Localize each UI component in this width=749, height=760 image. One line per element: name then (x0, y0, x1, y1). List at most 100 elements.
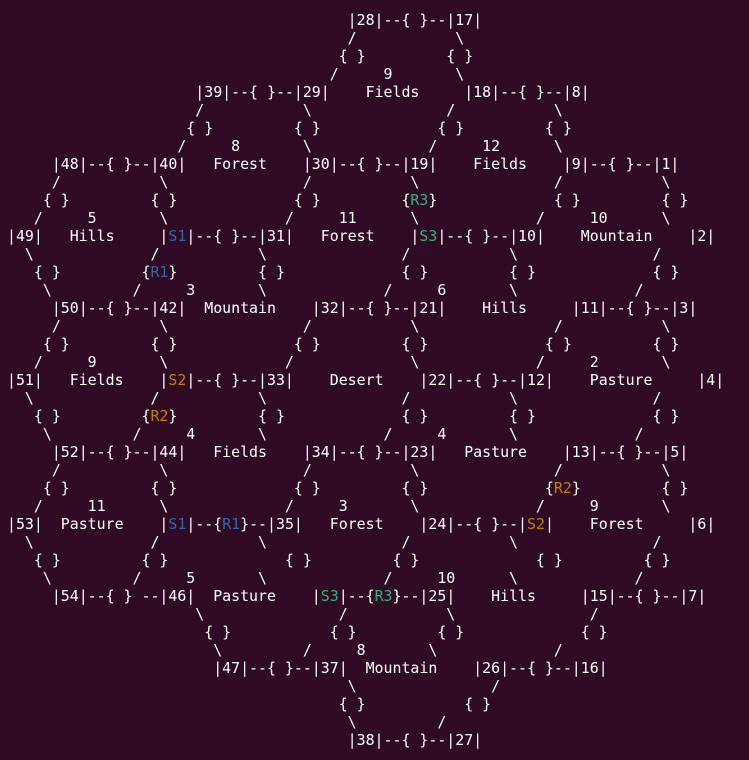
board-text: / \ / \ / \ (7, 173, 671, 191)
board-text: { } { (7, 263, 151, 281)
board-line: |47|--{ }--|37| Mountain |26|--{ }--|16| (7, 659, 749, 677)
board-line: \ / (7, 677, 749, 695)
board-line: |53| Pasture |S1|--{R1}--|35| Forest |24… (7, 515, 749, 533)
board-text: / 9 \ (7, 65, 465, 83)
board-line: \ / 4 \ / 4 \ / (7, 425, 749, 443)
board-text: \ / 4 \ / 4 \ / (7, 425, 644, 443)
board-line: / 9 \ (7, 65, 749, 83)
board-text: { } { } { } { } { } { } (7, 335, 680, 353)
board-text: |49| Hills | (7, 227, 169, 245)
board-text: |--{ (186, 515, 223, 533)
board-line: |39|--{ }--|29| Fields |18|--{ }--|8| (7, 83, 749, 101)
board-text: / \ / \ / \ (7, 461, 671, 479)
board-text: }--|25| Hills |15|--{ }--|7| (392, 587, 707, 605)
board-text: { } { } { } { } (7, 119, 572, 137)
board-line: \ / \ / \ / (7, 245, 749, 263)
board-line: \ / \ / \ / (7, 533, 749, 551)
board-text: { } { } (7, 47, 474, 65)
board-line: / \ / \ / \ (7, 317, 749, 335)
marker-r2: R2 (553, 479, 572, 497)
board-text: / 8 \ / 12 \ (7, 137, 563, 155)
board-line: { } { } (7, 47, 749, 65)
marker-r2: R2 (150, 407, 169, 425)
board-line: |51| Fields |S2|--{ }--|33| Desert |22|-… (7, 371, 749, 389)
board-text: \ / 5 \ / 10 \ / (7, 569, 644, 587)
board-text: } { } (571, 479, 689, 497)
board-line: |38|--{ }--|27| (7, 731, 749, 749)
board-line: \ / 8 \ / (7, 641, 749, 659)
marker-r1: R1 (150, 263, 169, 281)
board-line: { } {R1} { } { } { } { } (7, 263, 749, 281)
board-text: |52|--{ }--|44| Fields |34|--{ }--|23| P… (7, 443, 689, 461)
board-line: \ / \ / (7, 605, 749, 623)
board-line: / 9 \ / \ / 2 \ (7, 353, 749, 371)
marker-s3: S3 (320, 587, 339, 605)
board-text: } { } { } { } { } (168, 263, 680, 281)
board-text: |54|--{ } --|46| Pasture | (7, 587, 321, 605)
board-text: { } { } { } { (7, 191, 411, 209)
board-text: / 11 \ / 3 \ / 9 \ (7, 497, 671, 515)
board-line: { } {R2} { } { } { } { } (7, 407, 749, 425)
board-line: { } { } (7, 695, 749, 713)
board-line: / 8 \ / 12 \ (7, 137, 749, 155)
board-text: |--{ (338, 587, 375, 605)
board-text: { } { } { } { } { } { } (7, 551, 671, 569)
board-text: |48|--{ }--|40| Forest |30|--{ }--|19| F… (7, 155, 680, 173)
board-line: { } { } { } { } { } { } (7, 551, 749, 569)
board-text: | Forest |6| (544, 515, 716, 533)
board-line: |50|--{ }--|42| Mountain |32|--{ }--|21|… (7, 299, 749, 317)
board-line: |49| Hills |S1|--{ }--|31| Forest |S3|--… (7, 227, 749, 245)
board-text: { } { } (7, 695, 492, 713)
board-line: \ / (7, 713, 749, 731)
board-text: |39|--{ }--|29| Fields |18|--{ }--|8| (7, 83, 590, 101)
board-text: \ / (7, 713, 447, 731)
board-line: { } { } { } { } { } { } (7, 335, 749, 353)
board-text: \ / (7, 677, 501, 695)
board-line: |48|--{ }--|40| Forest |30|--{ }--|19| F… (7, 155, 749, 173)
board-text: / \ (7, 29, 465, 47)
board-text: { } { } { } { } (7, 623, 608, 641)
marker-r1: R1 (222, 515, 241, 533)
marker-s2: S2 (168, 371, 187, 389)
board-text: \ / \ / \ / (7, 389, 662, 407)
board-line: { } { } { } { } {R2} { } (7, 479, 749, 497)
board-text: \ / \ / \ / (7, 533, 662, 551)
board-text: \ / \ / (7, 605, 599, 623)
board-line: / \ (7, 29, 749, 47)
board-text: \ / \ / \ / (7, 245, 662, 263)
board-text: |47|--{ }--|37| Mountain |26|--{ }--|16| (7, 659, 608, 677)
board-text: / 9 \ / \ / 2 \ (7, 353, 671, 371)
board-line: / 5 \ / 11 \ / 10 \ (7, 209, 749, 227)
board-text: } { } { } { } { } (168, 407, 680, 425)
board-text: |28|--{ }--|17| (7, 11, 483, 29)
board-line: { } { } { } { } (7, 623, 749, 641)
board-line: { } { } { } { } (7, 119, 749, 137)
board-line: |54|--{ } --|46| Pasture |S3|--{R3}--|25… (7, 587, 749, 605)
marker-s3: S3 (419, 227, 438, 245)
board-text: { } { } { } { } { (7, 479, 554, 497)
board-text: |50|--{ }--|42| Mountain |32|--{ }--|21|… (7, 299, 698, 317)
board-text: \ / 8 \ / (7, 641, 563, 659)
board-line: |28|--{ }--|17| (7, 11, 749, 29)
board-text: |--{ }--|10| Mountain |2| (437, 227, 716, 245)
board-text: { } { (7, 407, 151, 425)
marker-r3: R3 (374, 587, 393, 605)
marker-s1: S1 (168, 515, 187, 533)
board-text: } { } { } (428, 191, 689, 209)
board-line: / 11 \ / 3 \ / 9 \ (7, 497, 749, 515)
marker-s1: S1 (168, 227, 187, 245)
board-text: / \ / \ / \ (7, 317, 671, 335)
marker-s2: S2 (527, 515, 545, 533)
board-line: / \ / \ / \ (7, 173, 749, 191)
board-text: |38|--{ }--|27| (7, 731, 483, 749)
board-text: / \ / \ (7, 101, 563, 119)
board-text: |--{ }--|33| Desert |22|--{ }--|12| Past… (186, 371, 725, 389)
board-line: / \ / \ / \ (7, 461, 749, 479)
board-text: |53| Pasture | (7, 515, 169, 533)
board-line: { } { } { } {R3} { } { } (7, 191, 749, 209)
board-line: \ / \ / \ / (7, 389, 749, 407)
board-line: / \ / \ (7, 101, 749, 119)
marker-r3: R3 (410, 191, 429, 209)
board-text: / 5 \ / 11 \ / 10 \ (7, 209, 671, 227)
